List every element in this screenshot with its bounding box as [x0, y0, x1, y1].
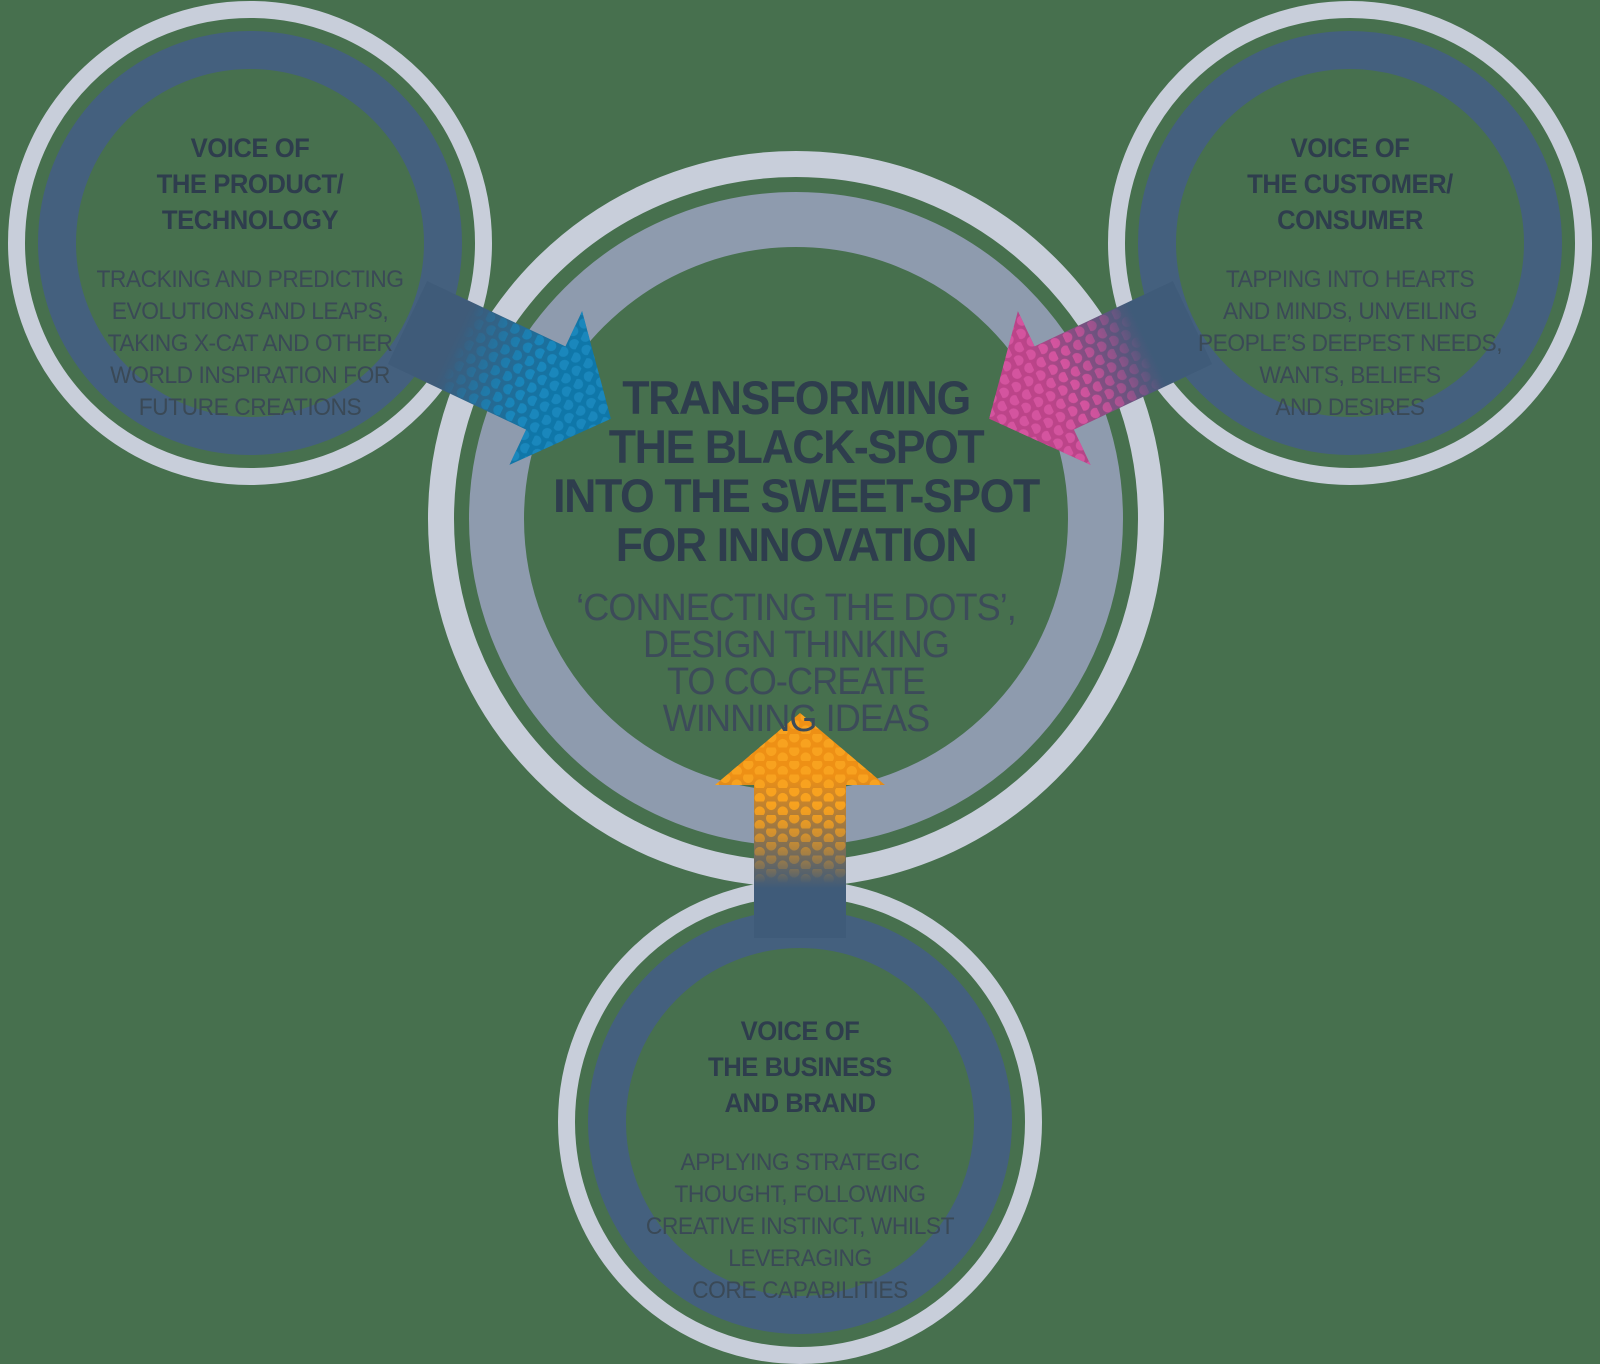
center-subheading: ‘CONNECTING THE DOTS’, DESIGN THINKING T… — [576, 587, 1017, 740]
product-circle: VOICE OF THE PRODUCT/ TECHNOLOGY TRACKIN… — [70, 112, 431, 442]
product-heading: VOICE OF THE PRODUCT/ TECHNOLOGY — [156, 133, 344, 235]
product-circle-rings — [8, 1, 492, 485]
customer-heading: VOICE OF THE CUSTOMER/ CONSUMER — [1247, 133, 1453, 235]
customer-circle-rings — [1108, 1, 1592, 485]
product-inner-ring — [38, 31, 462, 455]
business-heading: VOICE OF THE BUSINESS AND BRAND — [708, 1016, 892, 1118]
business-circle: VOICE OF THE BUSINESS AND BRAND APPLYING… — [620, 995, 981, 1325]
pink-arrow-icon — [989, 281, 1213, 465]
customer-circle: VOICE OF THE CUSTOMER/ CONSUMER TAPPING … — [1170, 112, 1531, 442]
product-body: TRACKING AND PREDICTING EVOLUTIONS AND L… — [96, 266, 404, 421]
center-circle: TRANSFORMING THE BLACK-SPOT INTO THE SWE… — [521, 355, 1072, 756]
product-outer-ring — [8, 1, 492, 485]
center-heading: TRANSFORMING THE BLACK-SPOT INTO THE SWE… — [553, 371, 1040, 571]
business-body: APPLYING STRATEGIC THOUGHT, FOLLOWING CR… — [645, 1149, 955, 1304]
blue-arrow-icon — [387, 281, 611, 465]
customer-inner-ring — [1138, 31, 1562, 455]
orange-arrow-icon — [715, 713, 885, 938]
customer-body: TAPPING INTO HEARTS AND MINDS, UNVEILING… — [1197, 266, 1503, 421]
customer-outer-ring — [1108, 1, 1592, 485]
